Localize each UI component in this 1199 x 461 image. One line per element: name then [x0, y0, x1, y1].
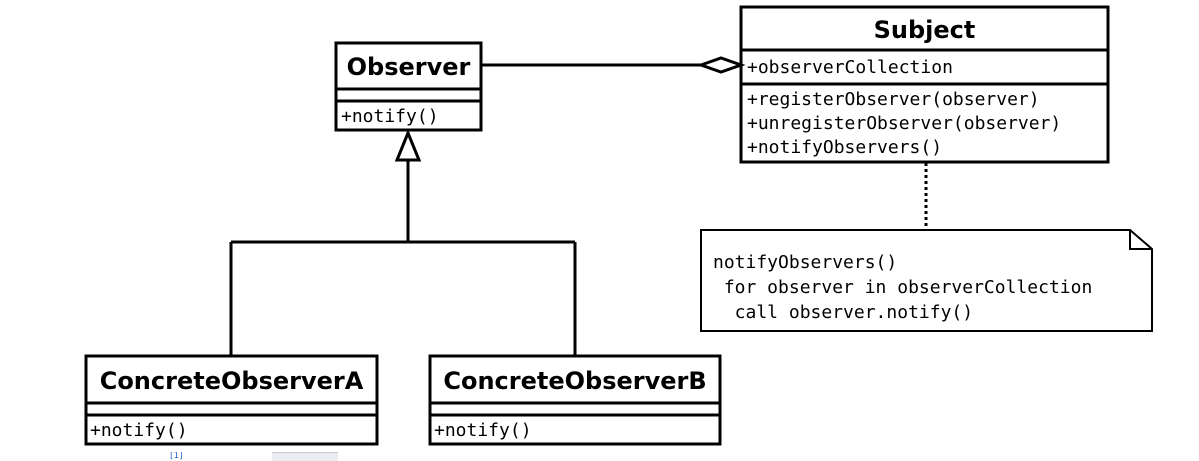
generalization-arrowhead [394, 129, 422, 162]
note: notifyObservers() for observer in observ… [700, 229, 1153, 332]
note-line: call observer.notify() [713, 302, 973, 323]
cropped-edit-control[interactable] [272, 452, 338, 461]
class-concrete-observer-b-operation: +notify() [434, 420, 532, 441]
footnote-link[interactable]: [1] [170, 452, 183, 460]
class-subject-name: Subject [874, 16, 976, 44]
note-line: for observer in observerCollection [713, 277, 1092, 298]
class-concrete-observer-a-operation: +notify() [90, 420, 188, 441]
class-observer-name: Observer [347, 53, 471, 81]
class-concrete-observer-b: ConcreteObserverB +notify() [428, 354, 722, 446]
class-observer-operation: +notify() [341, 106, 439, 127]
class-subject-operation: +unregisterObserver(observer) [747, 113, 1061, 134]
class-concrete-observer-a-name: ConcreteObserverA [100, 367, 364, 395]
class-observer-box [334, 41, 483, 132]
class-subject-attribute: +observerCollection [747, 57, 953, 78]
class-concrete-observer-a-box [84, 354, 379, 446]
class-concrete-observer-b-name: ConcreteObserverB [443, 367, 706, 395]
note-fold [1129, 230, 1152, 250]
class-observer: Observer +notify() [334, 41, 483, 132]
class-concrete-observer-a: ConcreteObserverA +notify() [84, 354, 379, 446]
note-line: notifyObservers() [713, 252, 897, 273]
class-subject: Subject +observerCollection +registerObs… [739, 5, 1110, 164]
note-box [700, 229, 1153, 332]
aggregation-diamond [696, 56, 746, 74]
class-subject-operation: +notifyObservers() [747, 137, 942, 158]
class-concrete-observer-b-box [428, 354, 722, 446]
class-subject-operation: +registerObserver(observer) [747, 89, 1040, 110]
